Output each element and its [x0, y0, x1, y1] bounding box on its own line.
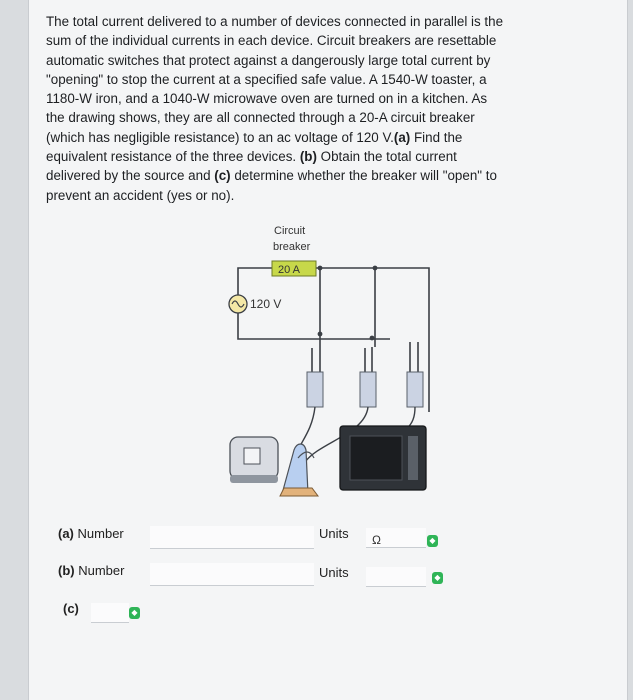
answer-b-number-label: Number — [78, 563, 125, 578]
answer-b-number-input[interactable] — [150, 563, 314, 586]
problem-line-6: the drawing shows, they are all connecte… — [46, 110, 475, 126]
problem-line-9: delivered by the source and (c) determin… — [46, 166, 616, 185]
problem-line-10: prevent an accident (yes or no). — [46, 187, 235, 203]
circuit-diagram: Circuit breaker 20 A 120 V — [228, 225, 430, 497]
problem-line-1: The total current delivered to a number … — [46, 14, 504, 29]
outlet-plugs — [306, 371, 424, 408]
problem-line-9-a: delivered by the source and — [46, 168, 215, 184]
part-a-text: Find the — [410, 129, 463, 145]
answer-b-units-label: Units — [319, 565, 349, 580]
problem-line-7: (which has negligible resistance) to an … — [46, 128, 616, 147]
problem-sheet — [28, 0, 628, 700]
answer-b-units-select[interactable] — [366, 567, 426, 587]
answer-b-label: (b) Number — [58, 563, 124, 578]
problem-line-8: equivalent resistance of the three devic… — [46, 147, 616, 166]
problem-line-8-text: equivalent resistance of the three devic… — [46, 149, 300, 165]
answer-a-number-label: Number — [77, 526, 124, 541]
part-c-tag: (c) — [214, 168, 231, 184]
microwave-icon — [339, 425, 427, 491]
part-b-tag: (b) — [299, 149, 317, 165]
problem-line-5: 1180-W iron, and a 1040-W microwave oven… — [46, 91, 488, 107]
problem-line-2: sum of the individual currents in each d… — [46, 33, 497, 49]
circuit-breaker — [271, 260, 317, 277]
answer-b-stepper-icon[interactable]: ◆ — [432, 572, 443, 584]
answer-c-label: (c) — [63, 601, 79, 616]
problem-line-4: "opening" to stop the current at a speci… — [46, 71, 487, 87]
circuit-wires — [237, 267, 430, 412]
answer-c-tag: (c) — [63, 601, 79, 616]
problem-text: The total current delivered to a number … — [46, 12, 616, 205]
problem-line-7-text: (which has negligible resistance) to an … — [46, 129, 394, 145]
problem-line-3: automatic switches that protect against … — [46, 52, 491, 68]
breaker-rating: 20 A — [278, 264, 301, 276]
answer-a-units-label: Units — [319, 526, 349, 541]
answer-c-stepper-icon[interactable]: ◆ — [129, 607, 140, 619]
part-b-text: Obtain the total current — [316, 149, 457, 165]
ac-source-icon — [228, 294, 248, 314]
answer-b-tag: (b) — [58, 563, 75, 578]
toaster-icon — [229, 436, 279, 483]
answer-c-select[interactable] — [91, 603, 129, 623]
breaker-label-1: Circuit — [274, 225, 305, 237]
answer-a-units-select[interactable]: Ω — [366, 528, 426, 548]
answer-a-stepper-icon[interactable]: ◆ — [427, 535, 438, 547]
part-a-tag: (a) — [393, 129, 411, 145]
iron-icon — [279, 443, 319, 497]
answer-a-number-input[interactable] — [150, 526, 314, 549]
breaker-label-2: breaker — [273, 241, 311, 253]
voltage-label: 120 V — [250, 297, 281, 311]
answer-a-tag: (a) — [58, 526, 74, 541]
problem-line-9-b: determine whether the breaker will "open… — [230, 168, 497, 184]
answer-a-label: (a) Number — [58, 526, 124, 541]
